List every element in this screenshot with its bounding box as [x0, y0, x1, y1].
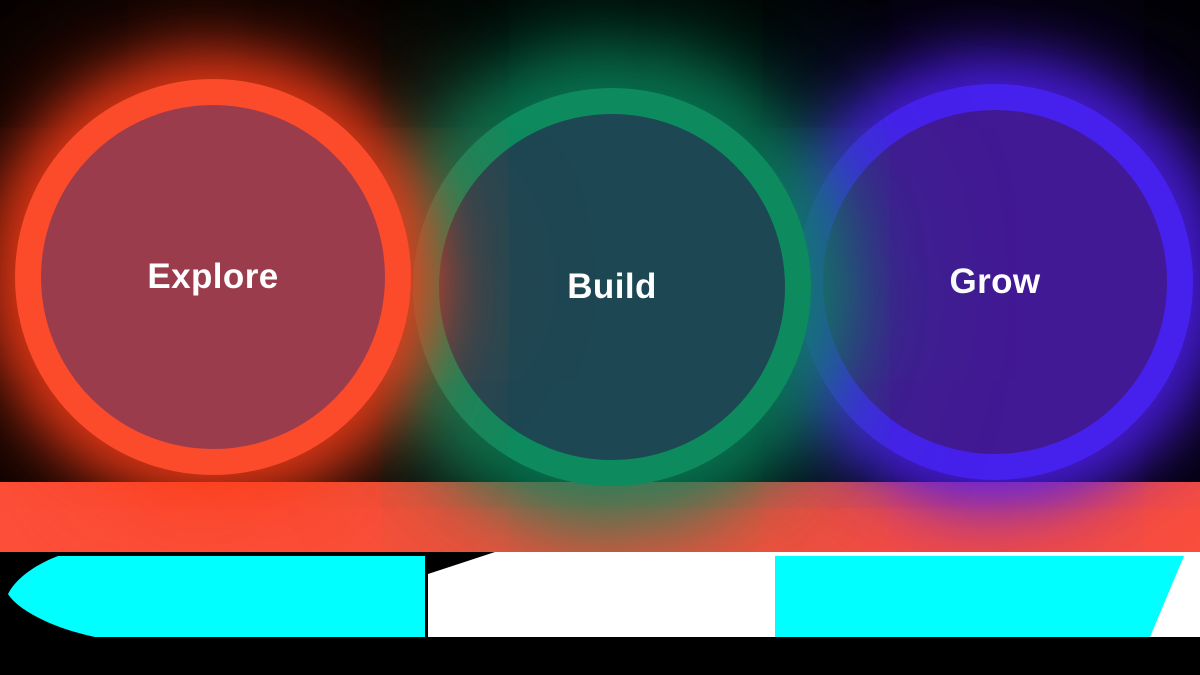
banner-segment-right	[775, 556, 1184, 637]
build-circle: Build	[413, 88, 811, 486]
grow-label: Grow	[949, 262, 1041, 301]
banner-segment-left	[8, 556, 425, 637]
explore-label: Explore	[147, 257, 279, 296]
build-label: Build	[567, 267, 657, 306]
coral-band	[0, 482, 1200, 552]
grow-circle: Grow	[797, 84, 1193, 480]
bottom-banner	[8, 552, 1200, 637]
explore-circle: Explore	[15, 79, 411, 475]
